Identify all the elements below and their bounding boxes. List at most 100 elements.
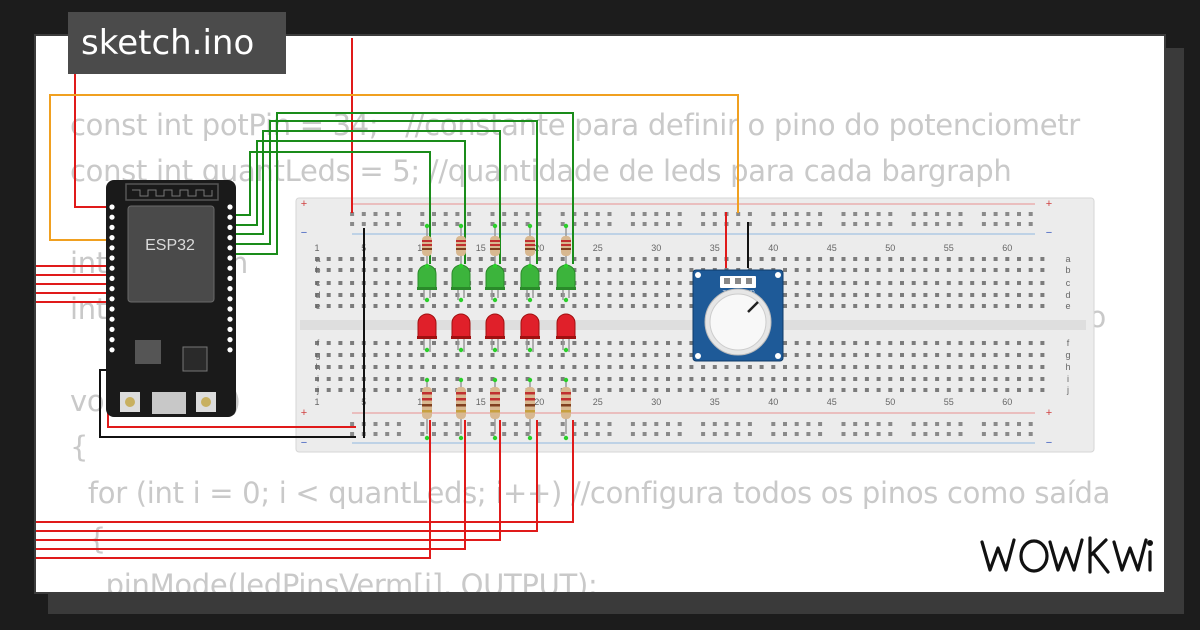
breadboard-hole <box>443 365 448 369</box>
file-tab-title: sketch.ino <box>81 23 255 63</box>
breadboard-hole <box>946 388 951 392</box>
rail-hole <box>455 422 460 426</box>
breadboard-hole <box>490 257 495 261</box>
connection-dot <box>458 435 464 441</box>
rail-hole <box>654 432 659 436</box>
mount-hole <box>695 353 701 359</box>
breadboard-hole <box>818 353 823 357</box>
resistor-band <box>422 244 432 246</box>
breadboard-hole <box>338 304 343 308</box>
breadboard-hole <box>970 353 975 357</box>
rail-hole <box>876 212 881 216</box>
green-wire <box>230 140 466 264</box>
breadboard-hole <box>502 377 507 381</box>
breadboard-hole <box>630 257 635 261</box>
breadboard-hole <box>1017 341 1021 345</box>
breadboard-hole <box>818 388 823 392</box>
breadboard-hole <box>677 377 682 381</box>
breadboard-hole <box>630 377 635 381</box>
column-number: 1 <box>314 243 319 253</box>
led-body <box>520 264 540 290</box>
breadboard-hole <box>771 388 776 392</box>
breadboard-hole <box>630 281 635 285</box>
breadboard-hole <box>794 388 799 392</box>
esp32-pin <box>227 286 233 292</box>
mount-hole <box>775 272 781 278</box>
row-letter: i <box>317 374 319 384</box>
esp32-pin <box>109 214 115 220</box>
rail-hole <box>864 422 869 426</box>
breadboard-hole <box>923 377 928 381</box>
esp32-pin <box>109 204 115 210</box>
breadboard-hole <box>923 304 928 308</box>
breadboard-hole <box>888 377 893 381</box>
breadboard-hole <box>420 341 425 345</box>
breadboard-hole <box>420 353 425 357</box>
connection-dot <box>424 223 430 229</box>
led-rim <box>451 287 471 290</box>
breadboard-hole <box>537 268 542 272</box>
rail-hole <box>443 432 448 436</box>
esp32-pin <box>109 265 115 271</box>
potentiometer: 3V3SIGGND <box>692 269 784 362</box>
column-number: 45 <box>827 397 837 407</box>
resistor-body <box>422 387 432 419</box>
breadboard-hole <box>689 365 694 369</box>
connection-dot <box>563 297 569 303</box>
green-wire <box>230 120 538 264</box>
rail-hole <box>783 422 787 426</box>
rail-hole <box>584 212 589 216</box>
connection-dot <box>424 347 430 353</box>
breadboard-hole <box>864 281 869 285</box>
breadboard-hole <box>981 268 986 272</box>
breadboard-hole <box>560 304 565 308</box>
rail-hole <box>455 212 460 216</box>
rail-hole <box>935 222 940 226</box>
breadboard-hole <box>736 257 741 261</box>
breadboard-hole <box>993 388 998 392</box>
rail-hole <box>1017 422 1021 426</box>
breadboard-hole <box>724 377 729 381</box>
breadboard-hole <box>911 365 916 369</box>
breadboard-hole <box>1028 293 1033 297</box>
rail-hole <box>747 222 752 226</box>
breadboard-hole <box>759 377 764 381</box>
green-wire <box>230 151 431 264</box>
esp32-pin <box>109 347 115 353</box>
breadboard-hole <box>1005 304 1010 308</box>
breadboard-hole <box>385 304 390 308</box>
breadboard-hole <box>642 257 647 261</box>
breadboard-hole <box>595 388 600 392</box>
file-tab[interactable]: sketch.ino <box>68 12 286 74</box>
rail-hole <box>946 222 951 226</box>
breadboard-hole <box>771 257 776 261</box>
rail-hole <box>432 432 436 436</box>
rail-hole <box>373 212 378 216</box>
green-led <box>485 264 505 300</box>
rail-hole <box>432 212 436 216</box>
rail-hole <box>771 222 776 226</box>
breadboard-hole <box>607 268 612 272</box>
breadboard-hole <box>818 304 823 308</box>
row-letter: e <box>1065 301 1070 311</box>
breadboard-hole <box>958 268 963 272</box>
breadboard-hole <box>935 341 940 345</box>
rail-hole <box>350 432 355 436</box>
rail-hole <box>946 432 951 436</box>
breadboard-hole <box>818 257 823 261</box>
breadboard-hole <box>619 353 624 357</box>
rail-hole <box>361 222 366 226</box>
connection-dot <box>458 263 464 269</box>
breadboard-hole <box>338 268 343 272</box>
breadboard-hole <box>396 388 401 392</box>
resistor-band <box>422 398 432 401</box>
usb-port <box>152 392 186 414</box>
column-number: 25 <box>593 397 603 407</box>
breadboard-hole <box>888 281 893 285</box>
rail-hole <box>607 212 612 216</box>
code-line: for (int i = 0; i < quantLeds; i++) //co… <box>70 476 1111 510</box>
breadboard-hole <box>338 257 343 261</box>
breadboard-hole <box>794 304 799 308</box>
breadboard-hole <box>923 257 928 261</box>
connection-dot <box>563 435 569 441</box>
